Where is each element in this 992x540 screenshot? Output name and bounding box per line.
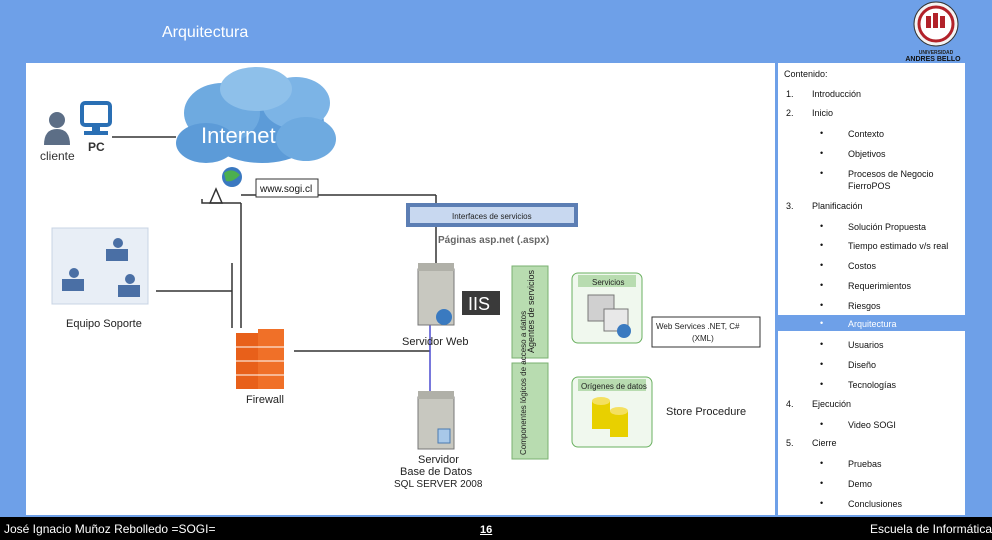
servidor-bd-label-2: Base de Datos <box>400 466 473 478</box>
web-services-label-2: (XML) <box>692 334 714 343</box>
bullet-icon: • <box>820 359 824 369</box>
equipo-soporte-label: Equipo Soporte <box>66 318 142 330</box>
servidor-web-label: Servidor Web <box>402 336 468 348</box>
table-of-contents: Contenido: 1. Introducción 2. Inicio • C… <box>778 63 965 515</box>
bullet-icon: • <box>820 318 824 328</box>
network-icon <box>208 187 224 204</box>
web-server-icon <box>417 263 455 326</box>
support-team-icon <box>62 238 140 297</box>
paginas-label: Páginas asp.net (.aspx) <box>438 235 549 246</box>
services-icon <box>587 294 631 338</box>
firewall-label: Firewall <box>246 394 284 406</box>
bullet-icon: • <box>820 339 824 349</box>
toc-subitem-arquitectura[interactable]: • Arquitectura <box>778 315 965 331</box>
interfaces-label: Interfaces de servicios <box>452 212 532 221</box>
pc-label: PC <box>88 140 105 154</box>
footer-author: José Ignacio Muñoz Rebolledo =SOGI= <box>4 522 216 536</box>
origenes-label: Orígenes de datos <box>581 382 647 391</box>
logo-text-university: UNIVERSIDAD <box>918 50 954 56</box>
bullet-icon: • <box>820 148 824 158</box>
toc-heading: Contenido: <box>784 69 828 79</box>
bullet-icon: • <box>820 260 824 270</box>
logo-text-name: ANDRES BELLO <box>905 56 961 63</box>
database-icon <box>592 397 628 437</box>
bullet-icon: • <box>820 300 824 310</box>
bullet-icon: • <box>820 280 824 290</box>
bullet-icon: • <box>820 240 824 250</box>
bullet-icon: • <box>820 128 824 138</box>
servicios-label: Servicios <box>592 278 624 287</box>
agentes-label: Agentes de servicios <box>526 269 536 353</box>
database-server-icon <box>417 391 455 450</box>
bullet-icon: • <box>820 379 824 389</box>
servidor-bd-label-1: Servidor <box>418 454 459 466</box>
bullet-icon: • <box>820 168 824 178</box>
firewall-icon <box>236 329 284 389</box>
footer-school: Escuela de Informática <box>869 522 992 536</box>
servidor-bd-label-3: SQL SERVER 2008 <box>394 479 483 490</box>
cliente-label: cliente <box>40 149 75 163</box>
web-services-label-1: Web Services .NET, C# <box>656 322 740 331</box>
architecture-diagram: cliente PC Internet www.sogi.cl <box>26 63 775 515</box>
bullet-icon: • <box>820 419 824 429</box>
cloud-icon <box>176 67 336 163</box>
footer-bar: José Ignacio Muñoz Rebolledo =SOGI= 16 E… <box>0 517 992 540</box>
slide-title: Arquitectura <box>162 24 249 41</box>
person-icon <box>44 112 70 145</box>
bullet-icon: • <box>820 458 824 468</box>
bullet-icon: • <box>820 498 824 508</box>
bullet-icon: • <box>820 221 824 231</box>
bullet-icon: • <box>820 478 824 488</box>
internet-label: Internet <box>201 123 276 148</box>
url-label: www.sogi.cl <box>259 184 312 195</box>
componentes-label: Componentes lógicos de acceso a datos <box>519 311 528 455</box>
iis-label: IIS <box>468 294 490 314</box>
university-logo <box>913 1 959 47</box>
page-number: 16 <box>480 524 493 536</box>
globe-icon <box>222 167 242 187</box>
pc-icon <box>80 101 112 135</box>
store-procedure-label: Store Procedure <box>666 406 746 418</box>
